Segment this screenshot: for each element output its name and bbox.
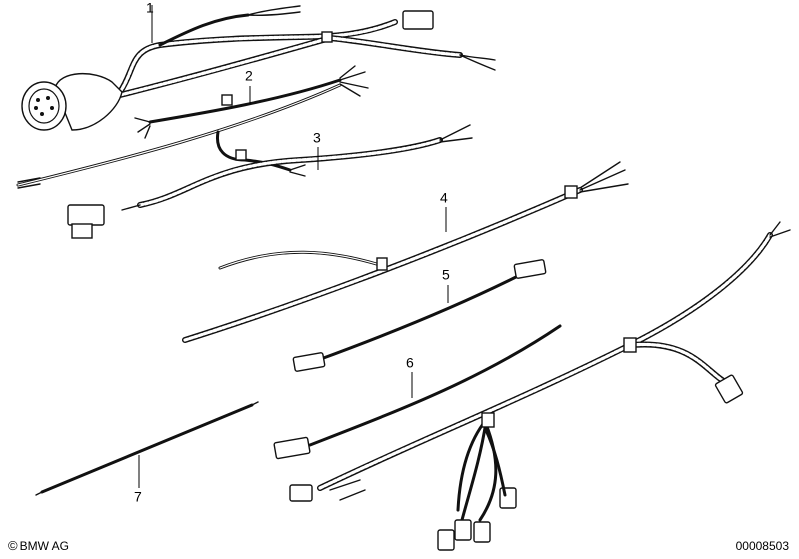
sleeve-icon: [235, 149, 247, 161]
part-label-3: 3: [313, 129, 321, 145]
flat-connector-icon: [513, 259, 547, 279]
flat-connector-icon: [292, 352, 326, 372]
terminal-connector-icon: [473, 521, 491, 543]
cable-2: 2: [16, 65, 369, 189]
rectangular-connector-icon: [67, 204, 105, 239]
harness-6: 6: [273, 221, 791, 551]
harness-1: 1: [21, 0, 496, 131]
flat-connector-icon: [402, 10, 434, 30]
small-connector-icon: [289, 484, 313, 502]
round-plug-icon: [21, 72, 123, 131]
terminal-connector-icon: [437, 529, 455, 551]
sleeve-icon: [481, 412, 495, 428]
wire-7: 7: [35, 401, 259, 504]
lead-5: 5: [292, 259, 547, 372]
terminal-connector-icon: [454, 519, 472, 541]
flat-connector-icon: [273, 436, 311, 460]
document-number: 00008503: [735, 539, 789, 553]
harness-4: 4: [182, 161, 629, 343]
copyright-notice: © BMW AG: [8, 538, 69, 553]
part-label-7: 7: [134, 488, 142, 504]
sleeve-icon: [623, 337, 637, 353]
part-label-4: 4: [440, 189, 448, 205]
copyright-text: BMW AG: [19, 538, 69, 553]
part-label-6: 6: [406, 354, 414, 370]
sleeve-icon: [564, 185, 578, 199]
harness-3: 3: [67, 124, 473, 239]
copyright-icon: ©: [8, 538, 18, 553]
terminal-connector-icon: [499, 487, 517, 509]
part-label-1: 1: [146, 0, 154, 15]
plug-connector-icon: [714, 374, 744, 404]
part-label-2: 2: [245, 67, 253, 83]
sleeve-icon: [221, 94, 233, 106]
part-label-5: 5: [442, 266, 450, 282]
sleeve-icon: [376, 257, 388, 271]
sleeve-icon: [321, 31, 333, 43]
